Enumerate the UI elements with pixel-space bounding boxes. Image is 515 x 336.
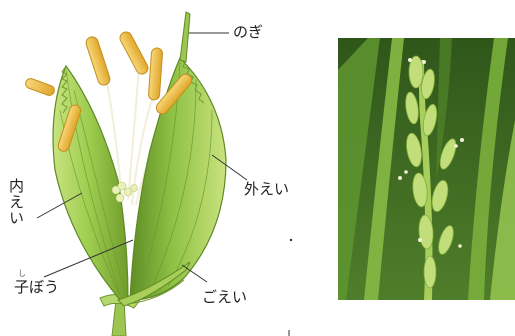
rice-ear-photo: [338, 38, 515, 300]
label-glume: ごえい: [202, 290, 247, 305]
label-inner-hull: 内えい: [8, 178, 23, 248]
label-outer-hull: 外えい: [244, 182, 289, 197]
label-awn: のぎ: [233, 25, 263, 40]
awn-shape: [180, 12, 190, 62]
label-ovary: 子ぼう: [14, 280, 59, 295]
